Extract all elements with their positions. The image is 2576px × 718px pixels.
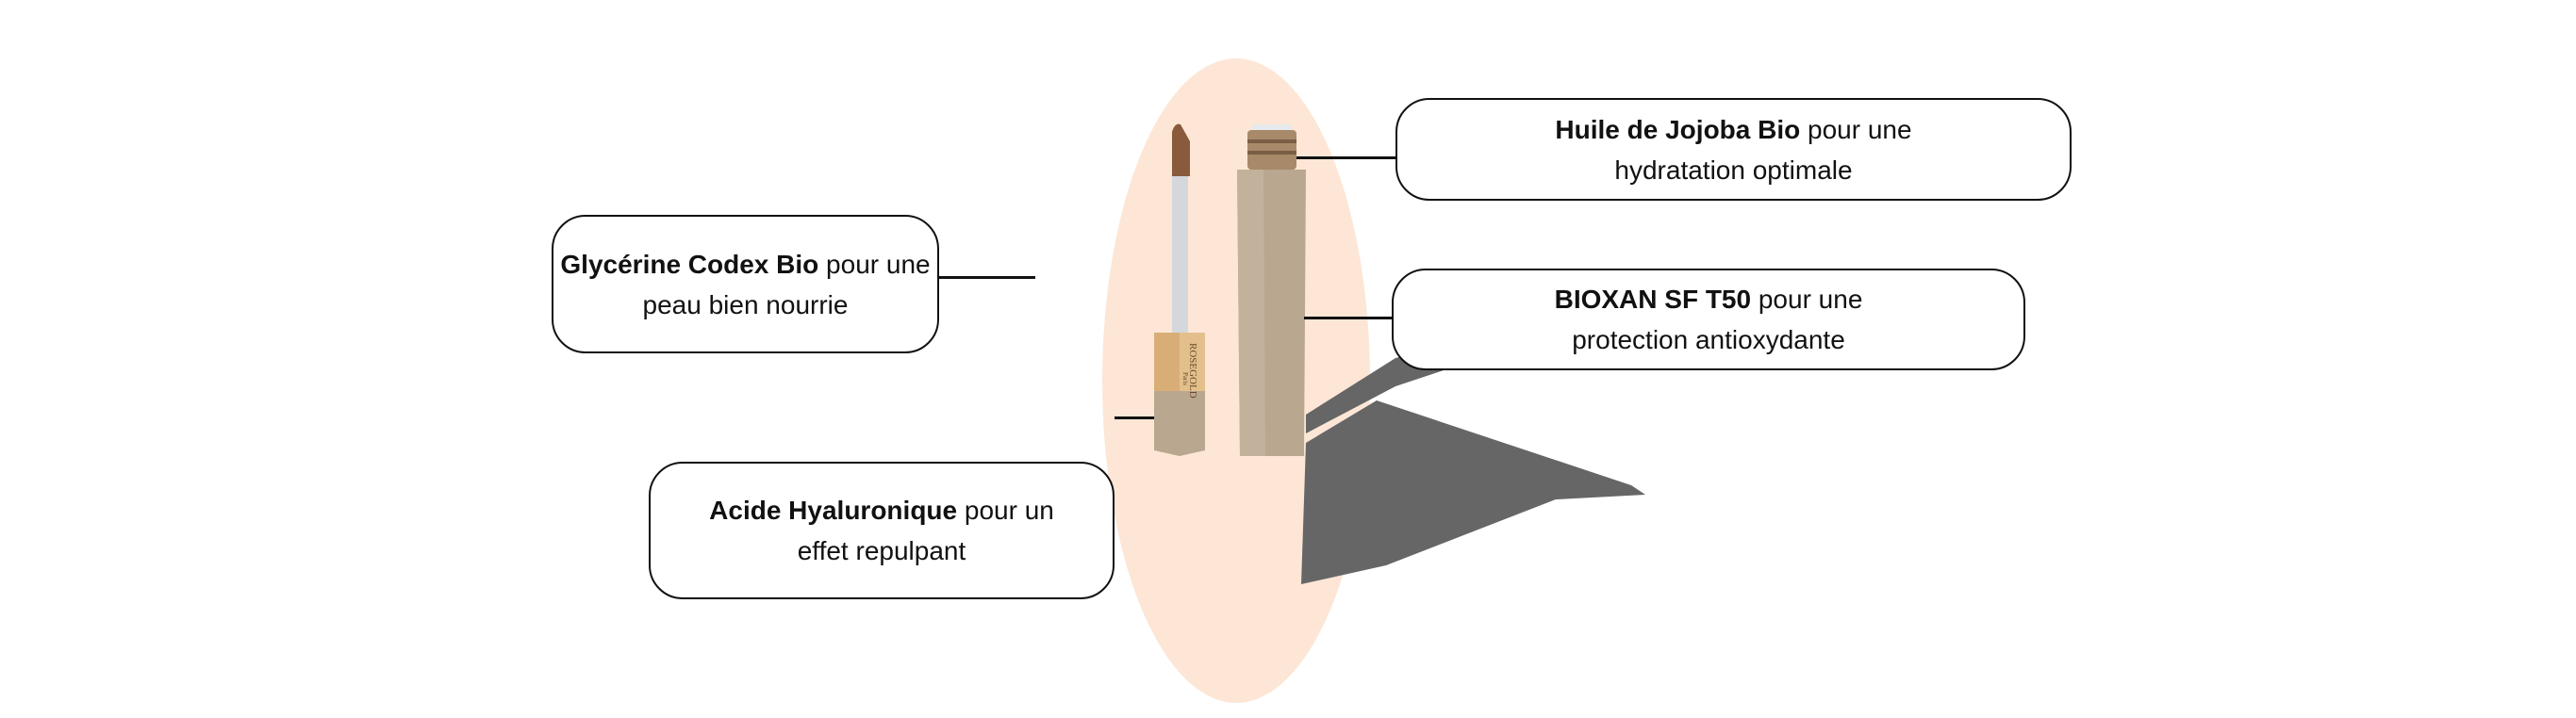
- tube-shadow: [1301, 400, 1645, 584]
- callout-bioxan: BIOXAN SF T50 pour une protection antioxy…: [1392, 269, 2025, 370]
- applicator-wand: ROSEGOLD Paris: [1154, 123, 1205, 456]
- connector-line: [1115, 416, 1154, 419]
- callout-text: pour une: [1800, 114, 1912, 144]
- callout-text: effet repulpant: [797, 536, 966, 565]
- ingredient-name: Huile de Jojoba Bio: [1555, 114, 1801, 144]
- callout-text: pour une: [1751, 285, 1863, 314]
- callout-glycerine: Glycérine Codex Bio pour une peau bien no…: [552, 215, 939, 353]
- background-ellipse: [1102, 58, 1370, 703]
- callout-text: pour un: [957, 496, 1054, 525]
- connector-line: [1304, 317, 1392, 319]
- callout-text: hydratation optimale: [1614, 155, 1853, 185]
- callout-text: peau bien nourrie: [642, 289, 849, 319]
- brand-sub-logo: Paris: [1181, 372, 1189, 385]
- connector-line: [1296, 156, 1395, 159]
- ingredient-name: BIOXAN SF T50: [1554, 285, 1752, 314]
- callout-text: protection antioxydante: [1572, 325, 1845, 354]
- callout-hyaluronique: Acide Hyaluronique pour un effet repulpan…: [649, 462, 1115, 599]
- tube: [1237, 124, 1306, 456]
- connector-line: [939, 276, 1035, 279]
- ingredient-name: Glycérine Codex Bio: [560, 249, 819, 279]
- callout-text: pour une: [818, 249, 931, 279]
- callout-jojoba: Huile de Jojoba Bio pour une hydratation …: [1395, 98, 2072, 201]
- brand-logo: ROSEGOLD: [1187, 343, 1198, 399]
- ingredient-name: Acide Hyaluronique: [709, 496, 958, 525]
- applicator-tip: [1172, 123, 1190, 176]
